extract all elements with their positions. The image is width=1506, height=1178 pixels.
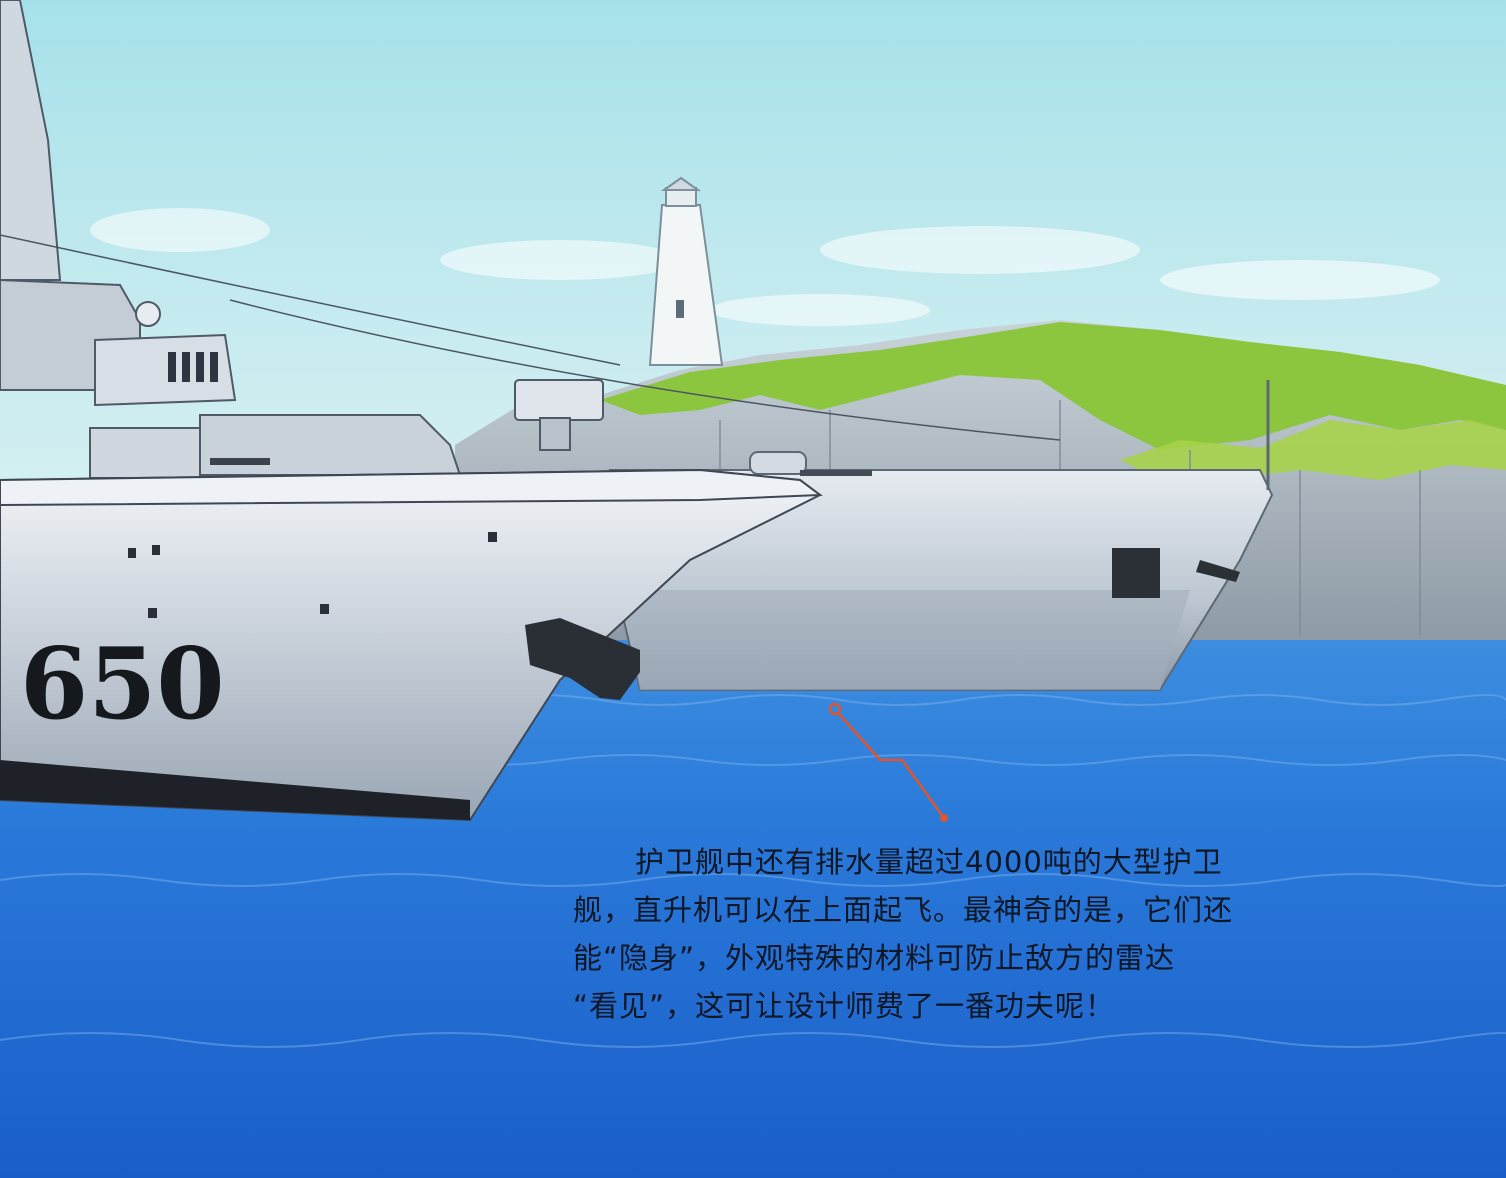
front-frigate-superstructure bbox=[0, 0, 1061, 479]
lighthouse bbox=[648, 176, 724, 366]
clouds bbox=[90, 208, 1440, 326]
caption-line: 能“隐身”，外观特殊的材料可防止敌方的雷达 bbox=[573, 941, 1176, 975]
pointer-line bbox=[828, 702, 948, 822]
caption-line: 舰，直升机可以在上面起飞。最神奇的是，它们还 bbox=[573, 893, 1234, 927]
caption-line: “看见”，这可让设计师费了一番功夫呢！ bbox=[573, 989, 1116, 1023]
hull-number: 650 bbox=[20, 627, 225, 742]
front-frigate-hull bbox=[0, 468, 823, 822]
caption-text: 护卫舰中还有排水量超过4000吨的大型护卫 舰，直升机可以在上面起飞。最神奇的是… bbox=[573, 838, 1293, 1030]
caption-line: 护卫舰中还有排水量超过4000吨的大型护卫 bbox=[635, 845, 1223, 879]
